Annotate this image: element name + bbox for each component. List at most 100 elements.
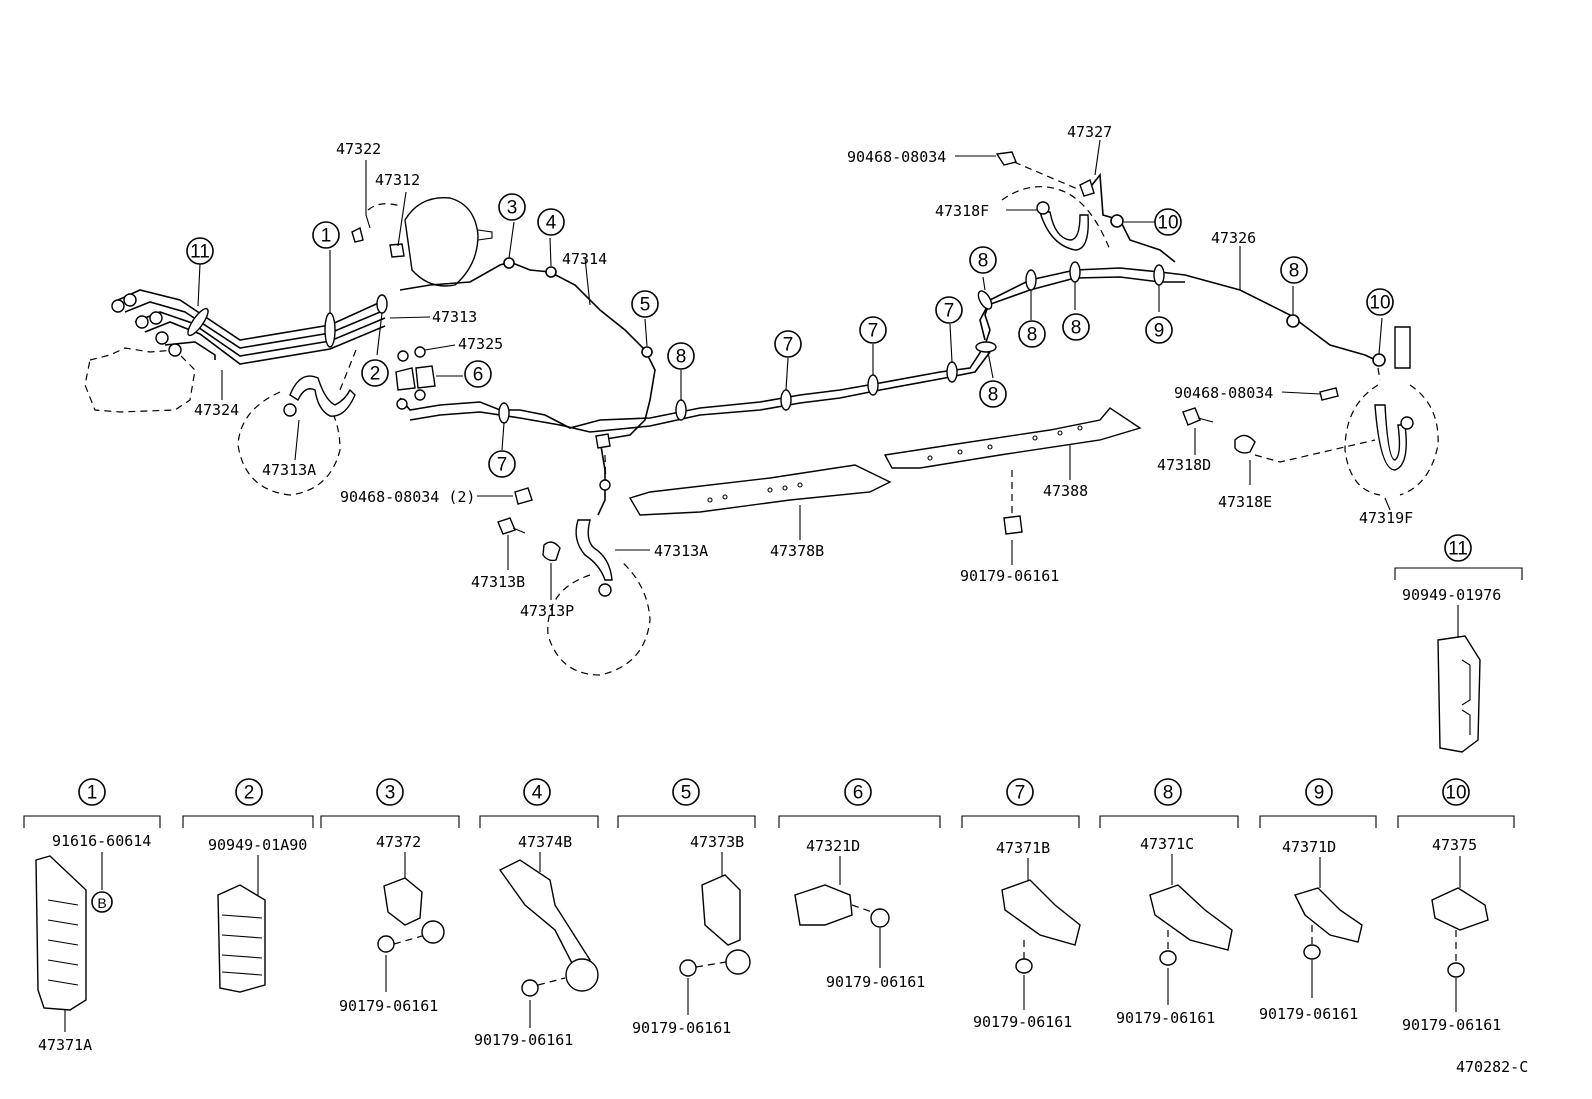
clamp-8a xyxy=(675,399,687,421)
clamp-8f xyxy=(975,341,997,353)
label-bolt-4: 90179-06161 xyxy=(474,1031,573,1049)
label-bolt-3: 90179-06161 xyxy=(339,997,438,1015)
clamp-7d xyxy=(946,361,958,383)
hose-47318F-dash xyxy=(1001,186,1111,251)
label-90468-top: 90468-08034 xyxy=(847,148,946,166)
label-47371D: 47371D xyxy=(1282,838,1336,856)
label-90468-2: 90468-08034 (2) xyxy=(340,488,475,506)
nut-47325b xyxy=(414,346,426,358)
bolt-47313B-shank xyxy=(512,527,526,534)
callout-11-top: 11 xyxy=(190,242,210,263)
engine-outline xyxy=(84,347,196,413)
clip-6 xyxy=(395,367,416,391)
hose-47313A-mid xyxy=(575,519,613,581)
booster-rod xyxy=(477,229,493,241)
rear-hose-dash xyxy=(1377,367,1381,381)
clamp-9a xyxy=(1153,264,1165,286)
label-47313A-left: 47313A xyxy=(262,461,316,479)
clamp-7a xyxy=(498,402,510,424)
label-47318F: 47318F xyxy=(935,202,989,220)
label-bolt-5: 90179-06161 xyxy=(632,1019,731,1037)
callout-5-top: 5 xyxy=(640,295,651,316)
hose-47313A-left xyxy=(289,375,356,417)
mid-hose-circle xyxy=(547,559,651,676)
booster-bracket xyxy=(367,203,401,211)
callout-10-top-b: 10 xyxy=(1369,293,1390,314)
callout-2-top: 2 xyxy=(370,364,381,385)
front-brake-lines xyxy=(117,289,386,365)
label-bolt-7: 90179-06161 xyxy=(973,1013,1072,1031)
hose-47319F-fitting xyxy=(1400,416,1414,430)
label-47313A-mid: 47313A xyxy=(654,542,708,560)
front-drop-line xyxy=(597,439,606,516)
label-47378B: 47378B xyxy=(770,542,824,560)
clip-47318E xyxy=(1234,434,1256,454)
callout-1-top: 1 xyxy=(321,226,332,247)
main-rear-line-upper xyxy=(409,351,991,433)
callout-1-detail: 1 xyxy=(87,783,98,804)
rear-hose-circle xyxy=(1344,384,1439,496)
hose-47318F-fitting xyxy=(1036,201,1050,215)
callout-11-detail: 11 xyxy=(1448,539,1468,560)
label-90949-01A90: 90949-01A90 xyxy=(208,836,307,854)
clamp-7c xyxy=(867,374,879,396)
callout-8-top-d: 8 xyxy=(1027,325,1038,346)
labels-top: 47322 47312 47314 47313 47325 47324 4731… xyxy=(194,123,1413,620)
label-47322: 47322 xyxy=(336,140,381,158)
callout-7-detail: 7 xyxy=(1015,783,1026,804)
callout-5-detail: 5 xyxy=(681,783,692,804)
detail-row: 1 91616-60614 B 47371A 2 90949-01A90 3 4… xyxy=(23,778,1528,1076)
label-47312: 47312 xyxy=(375,171,420,189)
rear-line-right-2 xyxy=(979,276,1185,341)
bolt-47313B xyxy=(497,517,516,535)
label-47388: 47388 xyxy=(1043,482,1088,500)
label-90949-01976: 90949-01976 xyxy=(1402,586,1501,604)
clip-47318E-dash xyxy=(1254,439,1376,463)
figure-code: 470282-C xyxy=(1456,1058,1528,1076)
hose-47319F xyxy=(1374,404,1407,471)
line-47322 xyxy=(365,160,371,229)
leader-lines xyxy=(197,139,1391,600)
clamp-4-point xyxy=(545,266,557,278)
bolt-90179-mid xyxy=(1003,515,1023,535)
plate-47378B xyxy=(628,464,892,516)
brake-booster xyxy=(404,196,479,287)
clip-47313P xyxy=(542,541,561,562)
label-47324: 47324 xyxy=(194,401,239,419)
label-bolt-8: 90179-06161 xyxy=(1116,1009,1215,1027)
callout-7-top-b: 7 xyxy=(868,321,879,342)
clamp-3-point xyxy=(503,257,515,269)
label-47375: 47375 xyxy=(1432,836,1477,854)
label-47373B: 47373B xyxy=(690,833,744,851)
label-47371C: 47371C xyxy=(1140,835,1194,853)
clamp-8b xyxy=(977,290,993,310)
callout-9-detail: 9 xyxy=(1314,783,1325,804)
fitting-47312 xyxy=(389,243,405,258)
label-47314: 47314 xyxy=(562,250,607,268)
callout-3-detail: 3 xyxy=(385,783,396,804)
label-bolt-10: 90179-06161 xyxy=(1402,1016,1501,1034)
line-47312 xyxy=(397,191,407,247)
nut-b xyxy=(396,398,408,410)
clamp-1-ellipse xyxy=(324,312,336,348)
callout-10-top-a: 10 xyxy=(1157,213,1178,234)
hose-mid-fitting xyxy=(598,583,612,597)
callout-2-detail: 2 xyxy=(244,783,255,804)
clamp-8c xyxy=(1025,269,1037,291)
drop-fitting xyxy=(595,433,611,449)
label-47327: 47327 xyxy=(1067,123,1112,141)
clip-90468-right xyxy=(1319,387,1339,401)
clamp-7b xyxy=(780,389,792,411)
callout-6-detail: 6 xyxy=(853,783,864,804)
label-47371A: 47371A xyxy=(38,1036,92,1054)
label-47319F: 47319F xyxy=(1359,509,1413,527)
callout-8-top-b: 8 xyxy=(978,251,989,272)
clip-90468-top xyxy=(995,151,1017,166)
callout-8-top-f: 8 xyxy=(1289,261,1300,282)
bolt-47318D xyxy=(1182,407,1201,426)
hose-47318F xyxy=(1039,211,1089,251)
fitting-top xyxy=(1079,179,1095,197)
main-rear-line-lower xyxy=(399,329,991,429)
